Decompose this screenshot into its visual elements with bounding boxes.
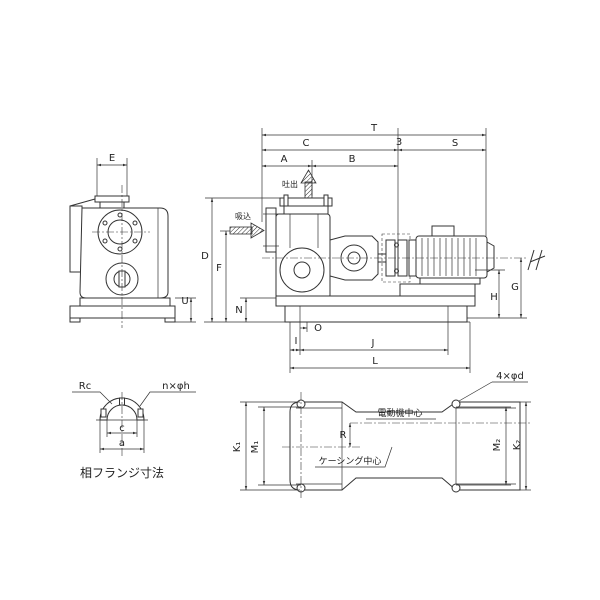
l-label: L <box>372 356 378 367</box>
discharge-arrow-head <box>300 169 317 184</box>
mating-flange-detail: Rc n×φh c a 相フランジ寸法 <box>72 381 196 480</box>
discharge-arrow-shaft <box>304 181 313 199</box>
discharge-label: 吐出 <box>282 179 298 189</box>
anchor-hole <box>451 483 461 493</box>
f-label: F <box>216 263 222 274</box>
j-label: J <box>371 338 375 349</box>
coupling-bolt <box>394 242 399 248</box>
holes-leader <box>458 381 493 402</box>
u-label: U <box>181 296 188 307</box>
front-pump-casing <box>79 207 169 299</box>
h-label: H <box>490 292 498 303</box>
s-label: S <box>452 138 458 149</box>
front-base-upper <box>79 297 171 307</box>
flange-caption: 相フランジ寸法 <box>80 466 164 480</box>
front-bolt <box>132 220 138 226</box>
side-view: T C S 3 A B 吐出 吸込 <box>201 123 546 373</box>
suction-label: 吸込 <box>235 212 251 221</box>
a-label: A <box>281 154 288 165</box>
front-suction-angle <box>69 198 96 207</box>
base-frame-top <box>275 295 476 307</box>
suction-arrow-head <box>250 222 265 239</box>
anchor-hole <box>451 399 461 409</box>
holes-label: 4×φd <box>496 371 524 382</box>
front-outlet-flange <box>94 195 130 203</box>
front-bolt <box>132 238 138 244</box>
front-base-plate <box>69 305 176 319</box>
motor-base-pad <box>399 283 476 297</box>
e-label: E <box>109 153 115 164</box>
casing-center-label: ケーシング中心 <box>319 455 382 467</box>
flange-bolt-hole-left <box>100 408 107 418</box>
suction-arrow-shaft <box>229 226 253 235</box>
rc-label: Rc <box>79 381 91 392</box>
front-foot-left <box>69 317 81 323</box>
casing-center-leader <box>315 446 393 468</box>
n-phi-h-leader <box>139 391 196 407</box>
break-symbol <box>527 249 546 271</box>
suction-flange <box>265 207 277 253</box>
m1-label: M₁ <box>250 441 261 454</box>
front-bolt <box>102 220 108 226</box>
casing-drain <box>293 261 311 279</box>
motor-end-cover <box>486 241 495 273</box>
pump-casing <box>275 213 331 299</box>
r-label: R <box>340 430 347 441</box>
front-foot-right <box>164 317 176 323</box>
coupling-bolt <box>394 268 399 274</box>
three-label: 3 <box>396 137 402 148</box>
motor-center-label: 電動機中心 <box>377 407 422 419</box>
base-frame-lower <box>284 305 468 323</box>
front-bolt <box>102 238 108 244</box>
k1-label: K₁ <box>232 442 243 453</box>
c-label: C <box>303 138 310 149</box>
m2-label: M₂ <box>492 439 503 452</box>
d-label: D <box>201 251 209 262</box>
t-label: T <box>370 123 378 134</box>
base-plan-outline <box>289 401 521 491</box>
n-label: N <box>235 305 242 316</box>
casing-top-cover <box>283 205 329 215</box>
k2-label: K₂ <box>512 440 523 451</box>
casing-volute <box>279 247 325 293</box>
b-label: B <box>349 154 356 165</box>
front-view: E U <box>69 153 196 328</box>
o-label: O <box>314 323 322 334</box>
flange-bolt-hole-right <box>137 408 144 418</box>
front-outlet-neck <box>99 201 125 209</box>
base-plan-view: 4×φd 電動機中心 R ケーシング中心 K₁ M₁ M₂ K₂ <box>232 371 531 498</box>
i-label: I <box>295 336 298 347</box>
front-suction-flange <box>69 205 83 273</box>
c-flange-label: c <box>119 423 125 434</box>
rc-leader <box>72 391 113 405</box>
motor-feet <box>419 277 481 285</box>
n-phi-h-label: n×φh <box>162 381 190 392</box>
motor-terminal-box <box>431 225 455 237</box>
a-flange-label: a <box>119 438 125 449</box>
g-label: G <box>511 282 519 293</box>
